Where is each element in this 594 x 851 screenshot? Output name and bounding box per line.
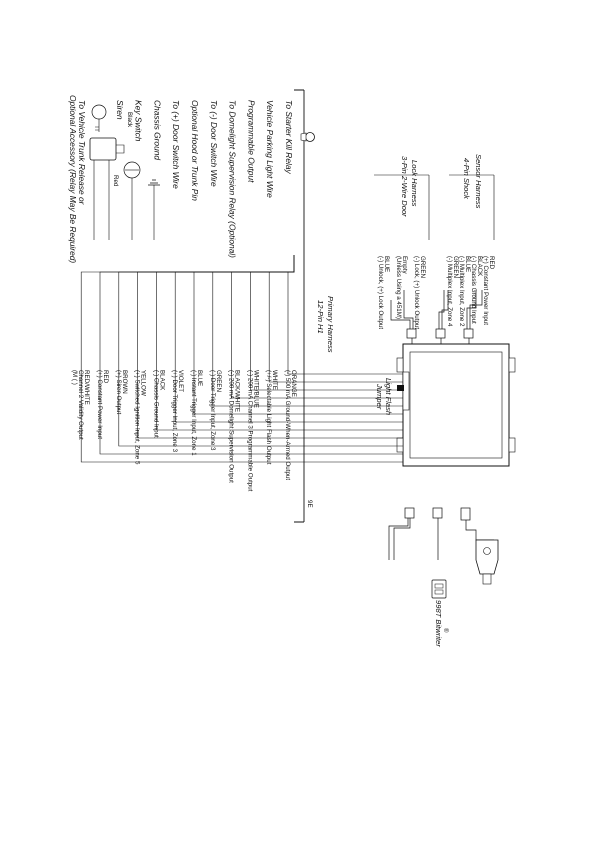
harness-wire-function: (+) Constant Power Input	[96, 370, 103, 439]
harness-wire-destination: Key Switch	[134, 100, 144, 142]
harness-wire-destination: To (-) Door Switch Wire	[209, 100, 219, 187]
primary-harness-bracket	[294, 89, 305, 523]
siren-icon	[89, 137, 125, 240]
harness-wire-function: (+) Siren Output	[115, 370, 122, 414]
lock-harness-title: 3-Pin 2-Wire Door	[400, 156, 409, 217]
shock-wire-color: GREEN	[452, 256, 459, 278]
lock-harness-subtitle: Lock Harness	[410, 160, 419, 207]
harness-wire-color: WHITE/BLUE	[252, 370, 259, 408]
lock-harness-bracket	[374, 174, 430, 240]
shock-harness-wire-list: RED (+) Constant Power Input BLACK (-) C…	[446, 256, 495, 327]
light-flash-jumper-block	[397, 385, 404, 391]
harness-wire-destination: Programmable Output	[246, 100, 256, 183]
primary-harness-code: 9E	[306, 500, 313, 508]
harness-wire-color: ORANGE	[290, 370, 297, 397]
lock-wire-func: (Unless Using a 451M)	[395, 256, 402, 319]
shock-harness-subtitle: Sensor Harness	[474, 154, 483, 209]
bitwriter-label: 998T Bitwriter	[434, 600, 443, 647]
harness-wire-function: Channel 2 Validity Output	[77, 370, 84, 440]
shock-wire-func: (-) Multiplex Input, Zone 4	[446, 256, 453, 327]
bitwriter-trademark: ®	[442, 628, 449, 633]
lock-wire-color: BLUE	[383, 256, 390, 272]
key-icon	[91, 104, 107, 132]
harness-wire-function: (+) Door Trigger Input, Zone 3	[171, 370, 178, 453]
lock-harness-wire-list: GREEN (-) Lock, (+) Unlock Output Empty …	[377, 256, 426, 329]
shock-wire-func: (-) Chassis Ground Input	[470, 256, 477, 324]
shock-harness-title: 4-Pin Shock	[462, 158, 471, 200]
lock-wire-color: GREEN	[419, 256, 426, 278]
harness-wire-color: RED/WHITE	[83, 370, 90, 405]
harness-wire-function: (-) Chassis Ground Input	[152, 370, 159, 438]
harness-wire-destination: To (+) Door Switch Wire	[171, 100, 181, 189]
harness-wire-destination: Siren	[115, 100, 125, 120]
harness-wire-line	[118, 255, 403, 447]
harness-wire-function: (+/-) Selectable Light Flash Output	[265, 370, 272, 465]
control-module	[396, 343, 516, 467]
harness-wire-function: (-) 200 mA Domelight Supervision Output	[228, 370, 235, 483]
harness-wire-color: RED	[102, 370, 109, 384]
chassis-ground-icon	[148, 179, 160, 240]
harness-wire-function: (-) Door Trigger Input, Zone 3	[209, 370, 216, 451]
harness-wire-destination: To Domelight Supervision Relay (Optional…	[228, 100, 238, 258]
siren-red-label: Red	[112, 175, 119, 187]
lock-wire-color: Empty	[401, 256, 408, 274]
programming-ports	[388, 507, 494, 560]
harness-wire-destination: Optional Hood or Trunk Pin	[190, 100, 200, 201]
harness-wire-line	[287, 255, 403, 375]
harness-wire-color: WHITE	[271, 370, 278, 390]
shock-wire-func: (+) Constant Power Input	[482, 256, 489, 325]
harness-wire-line	[80, 255, 403, 463]
shock-harness-bracket	[449, 174, 495, 240]
key-switch-icon	[123, 161, 141, 240]
harness-wire-color: BLUE	[196, 370, 203, 386]
siren-black-label: Black	[126, 112, 133, 128]
harness-wire-color: YELLOW	[140, 370, 147, 396]
harness-wire-destination: To Starter Kill Relay	[284, 100, 294, 175]
harness-wire-function: (-) Instant Trigger Input, Zone 1	[190, 370, 197, 456]
lock-wire-func: (-) Lock, (+) Unlock Output	[413, 256, 420, 329]
primary-harness-title: 12-Pin H1	[316, 300, 325, 334]
harness-wire-destination: Vehicle Parking Light Wire	[265, 100, 275, 198]
harness-wire-color: BLACK	[158, 370, 165, 391]
harness-wire-destination: Chassis Ground	[152, 100, 162, 160]
light-flash-jumper-label: Light Flash	[384, 378, 393, 415]
harness-wire-extra: (M ( )	[71, 370, 78, 385]
starter-kill-relay-icon	[300, 132, 315, 142]
trunk-release-line-2: Optional Accessory (Relay May Be Require…	[68, 95, 78, 263]
harness-wire-color: BLACK/WHITE	[234, 370, 241, 412]
harness-wire-color: GREEN	[215, 370, 222, 392]
harness-wire-function: (-) 500 mA Ground-When-Armed Output	[284, 370, 291, 480]
remote-transmitter-icon	[475, 539, 499, 585]
light-flash-jumper-label-2: Jumper	[375, 383, 384, 410]
harness-wire-destination: To Vehicle Trunk Release or	[77, 100, 87, 206]
lock-wire-func: (-) Unlock, (+) Lock Output	[377, 256, 384, 329]
harness-wire-color: BROWN	[121, 370, 128, 394]
harness-wire-function: (-) 200 mA Channel 3 Programmable Output	[246, 370, 253, 492]
shock-wire-color: BLUE	[464, 256, 471, 272]
shock-wire-color: RED	[488, 256, 495, 270]
harness-wire-color: VIOLET	[177, 370, 184, 392]
harness-wire-function: (+) Switched Ignition Input, Zone 5	[134, 370, 141, 465]
bitwriter-icon	[431, 579, 447, 599]
side-connectors	[390, 290, 483, 344]
primary-harness-subtitle: Primary Harness	[326, 296, 335, 353]
primary-harness-wires: ORANGE(-) 500 mA Ground-When-Armed Outpu…	[68, 95, 403, 492]
shock-wire-func: (-) Multiplex Input, Zone 2	[458, 256, 465, 327]
shock-wire-color: BLACK	[476, 256, 483, 277]
